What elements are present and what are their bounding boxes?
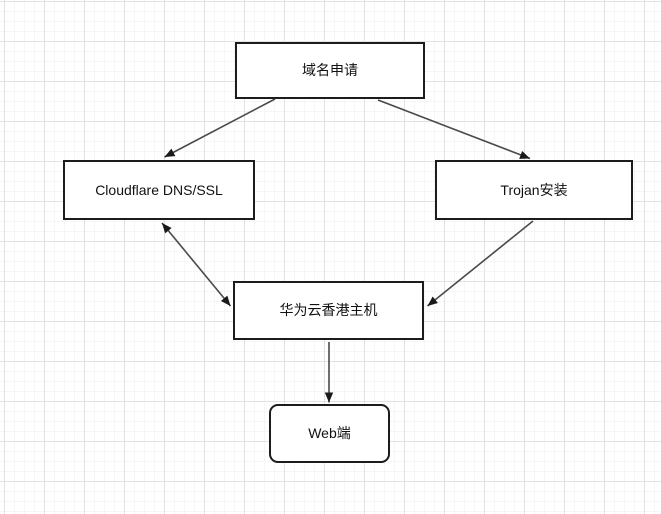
node-domain-apply-label: 域名申请: [302, 62, 358, 79]
node-huawei-hk-host: 华为云香港主机: [233, 281, 424, 340]
edge-domain-to-cloudflare: [164, 98, 276, 158]
node-cloudflare-dns-ssl: Cloudflare DNS/SSL: [63, 160, 255, 220]
node-web-client-label: Web端: [308, 425, 351, 442]
edge-cloudflare-huawei-bidirectional: [161, 222, 232, 307]
node-trojan-install: Trojan安装: [435, 160, 633, 220]
edge-domain-to-trojan: [377, 99, 531, 160]
node-web-client: Web端: [269, 404, 390, 463]
node-domain-apply: 域名申请: [235, 42, 425, 99]
node-cloudflare-dns-ssl-label: Cloudflare DNS/SSL: [95, 181, 223, 198]
edge-trojan-to-huawei: [426, 220, 534, 307]
node-trojan-install-label: Trojan安装: [500, 181, 568, 198]
node-huawei-hk-host-label: 华为云香港主机: [279, 302, 378, 319]
